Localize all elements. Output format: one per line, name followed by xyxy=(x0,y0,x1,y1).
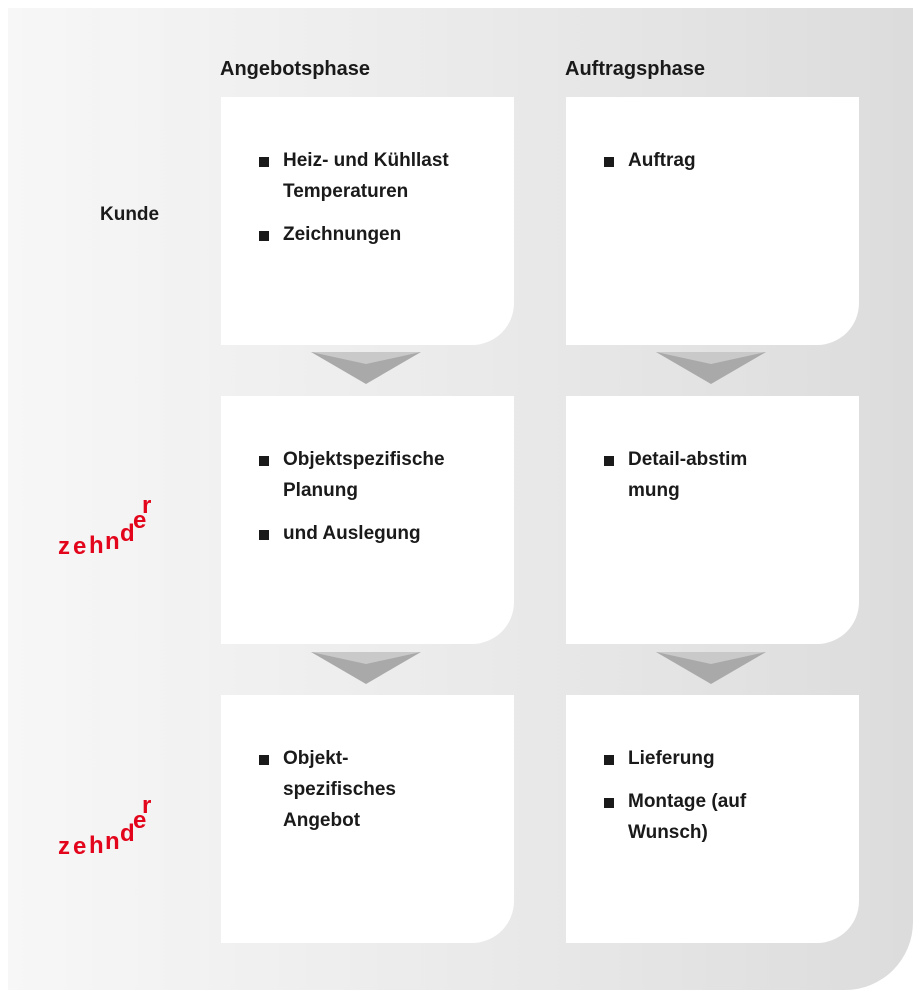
down-arrow-icon xyxy=(656,352,766,384)
card-zehnder-lieferung: Lieferung Montage (auf Wunsch) xyxy=(566,695,859,943)
list-item: Objekt-spezifisches Angebot xyxy=(259,743,413,836)
down-arrow-icon xyxy=(311,652,421,684)
diagram-panel: Angebotsphase Auftragsphase Kunde z e h … xyxy=(8,8,913,990)
list-item: Objektspezifische Planung xyxy=(259,444,503,506)
card-kunde-angebot: Heiz- und Kühllast Temperaturen Zeichnun… xyxy=(221,97,514,345)
column-header-auftragsphase: Auftragsphase xyxy=(565,58,706,80)
list-item: Zeichnungen xyxy=(259,219,483,250)
svg-text:z e h n: z e h n d e r xyxy=(58,492,153,560)
card-kunde-auftrag: Auftrag xyxy=(566,97,859,345)
list-item: Heiz- und Kühllast Temperaturen xyxy=(259,145,483,207)
card-zehnder-auftrag-abstimmung: Detail-abstimmung xyxy=(566,396,859,644)
list-item: Montage (auf Wunsch) xyxy=(604,786,788,848)
list-item: Detail-abstimmung xyxy=(604,444,748,506)
list-item: Lieferung xyxy=(604,743,788,774)
column-header-angebotsphase: Angebotsphase xyxy=(220,58,371,80)
down-arrow-icon xyxy=(311,352,421,384)
list-item: Auftrag xyxy=(604,145,696,176)
zehnder-logo: z e h n d e r xyxy=(58,792,153,860)
down-arrow-icon xyxy=(656,652,766,684)
row-label-kunde: Kunde xyxy=(100,204,160,225)
list-item: und Auslegung xyxy=(259,518,503,549)
svg-text:z e h n: z e h n d e r xyxy=(58,792,153,860)
card-zehnder-angebot-planung: Objektspezifische Planung und Auslegung xyxy=(221,396,514,644)
zehnder-logo: z e h n d e r xyxy=(58,492,153,560)
card-zehnder-angebot: Objekt-spezifisches Angebot xyxy=(221,695,514,943)
